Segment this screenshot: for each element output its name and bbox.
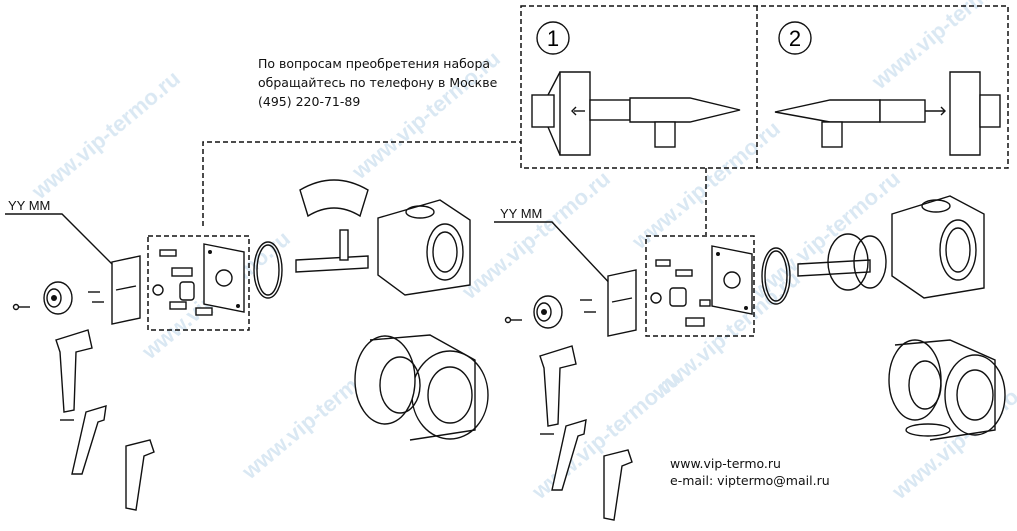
watermark: www.vip-termo.ru xyxy=(746,166,905,305)
inset-panel: 1 2 xyxy=(520,5,1009,169)
contact-phone: (495) 220-71-89 xyxy=(258,94,361,109)
o-ring-left xyxy=(253,241,283,299)
label-yy-mm-left: YY MM xyxy=(8,198,50,213)
lever-right-3 xyxy=(603,449,633,521)
flanged-valve-left xyxy=(354,334,489,441)
flanged-valve-right xyxy=(888,339,1006,441)
cage-right xyxy=(827,233,869,291)
inset-frame xyxy=(520,5,1009,169)
cover-plate-right xyxy=(711,245,753,315)
cover-plate-left xyxy=(203,243,245,313)
knob-left xyxy=(43,281,73,315)
watermark: www.vip-termo.ru xyxy=(26,66,185,205)
screws-box-left xyxy=(147,235,250,331)
leader-left xyxy=(5,213,125,277)
segment-left xyxy=(299,179,369,218)
scale-plate-right xyxy=(607,269,637,337)
scale-plate-left xyxy=(111,255,141,325)
contact-line-1: По вопросам преобретения набора xyxy=(258,56,491,71)
step-2-circle xyxy=(778,21,812,55)
lever-right-1 xyxy=(539,345,577,427)
shaft-right xyxy=(797,259,871,277)
knob-right xyxy=(533,295,563,329)
lever-right-2 xyxy=(551,419,587,491)
lever-left-3 xyxy=(125,439,155,511)
inset-1-drawing xyxy=(531,71,741,156)
lever-left-1 xyxy=(55,329,93,413)
contact-line-2: обращайтесь по телефону в Москве xyxy=(258,75,498,90)
step-2-number: 2 xyxy=(789,26,801,51)
connector-left xyxy=(202,141,521,226)
website-link[interactable]: www.vip-termo.ru xyxy=(670,456,781,471)
step-1-circle xyxy=(536,21,570,55)
shaft-left xyxy=(295,255,369,273)
inset-2-drawing xyxy=(774,71,1001,156)
watermark: www.vip-termo.ru xyxy=(456,166,615,305)
leader-right xyxy=(494,221,617,291)
right-assembly: YY MM xyxy=(494,195,1006,521)
label-yy-mm-right: YY MM xyxy=(500,206,542,221)
email-link[interactable]: e-mail: viptermo@mail.ru xyxy=(670,473,830,488)
o-ring-right xyxy=(761,247,791,305)
valve-body-right xyxy=(891,195,985,299)
watermark: www.vip-termo.ru xyxy=(866,0,1017,94)
step-1-number: 1 xyxy=(547,26,559,51)
lever-left-2 xyxy=(71,405,107,475)
left-assembly: YY MM xyxy=(5,179,489,511)
